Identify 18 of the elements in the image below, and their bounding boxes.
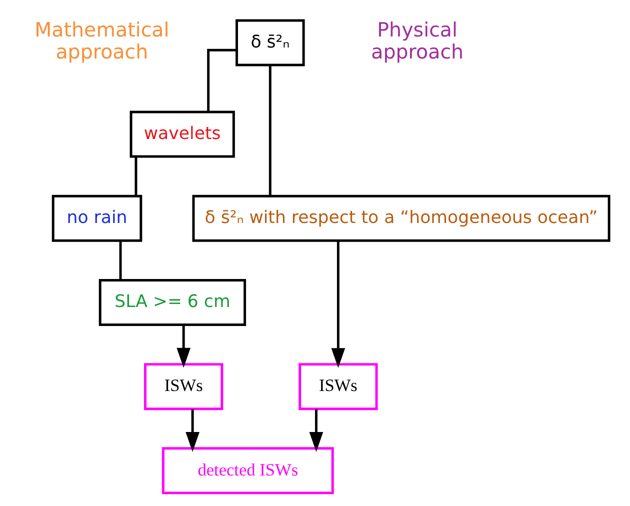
- label: Mathematical approach: [34, 18, 170, 64]
- connector: [119, 240, 122, 280]
- node-box: ISWs: [144, 363, 224, 410]
- node-box: wavelets: [130, 110, 235, 158]
- node-box: detected ISWs: [162, 447, 334, 494]
- node-box: δ s̄²ₙ with respect to a “homogeneous ocean”: [192, 194, 610, 242]
- node-box: no rain: [52, 194, 142, 242]
- arrow: [331, 240, 346, 368]
- connector: [207, 48, 237, 112]
- node-box: ISWs: [298, 363, 378, 410]
- arrow: [186, 409, 200, 452]
- connector: [134, 156, 138, 196]
- arrow: [176, 325, 191, 368]
- label: Physical approach: [371, 18, 464, 64]
- node-box: δ s̄²ₙ: [236, 19, 305, 66]
- connector: [268, 65, 272, 196]
- arrow: [309, 409, 324, 452]
- node-box: SLA >= 6 cm: [98, 278, 246, 326]
